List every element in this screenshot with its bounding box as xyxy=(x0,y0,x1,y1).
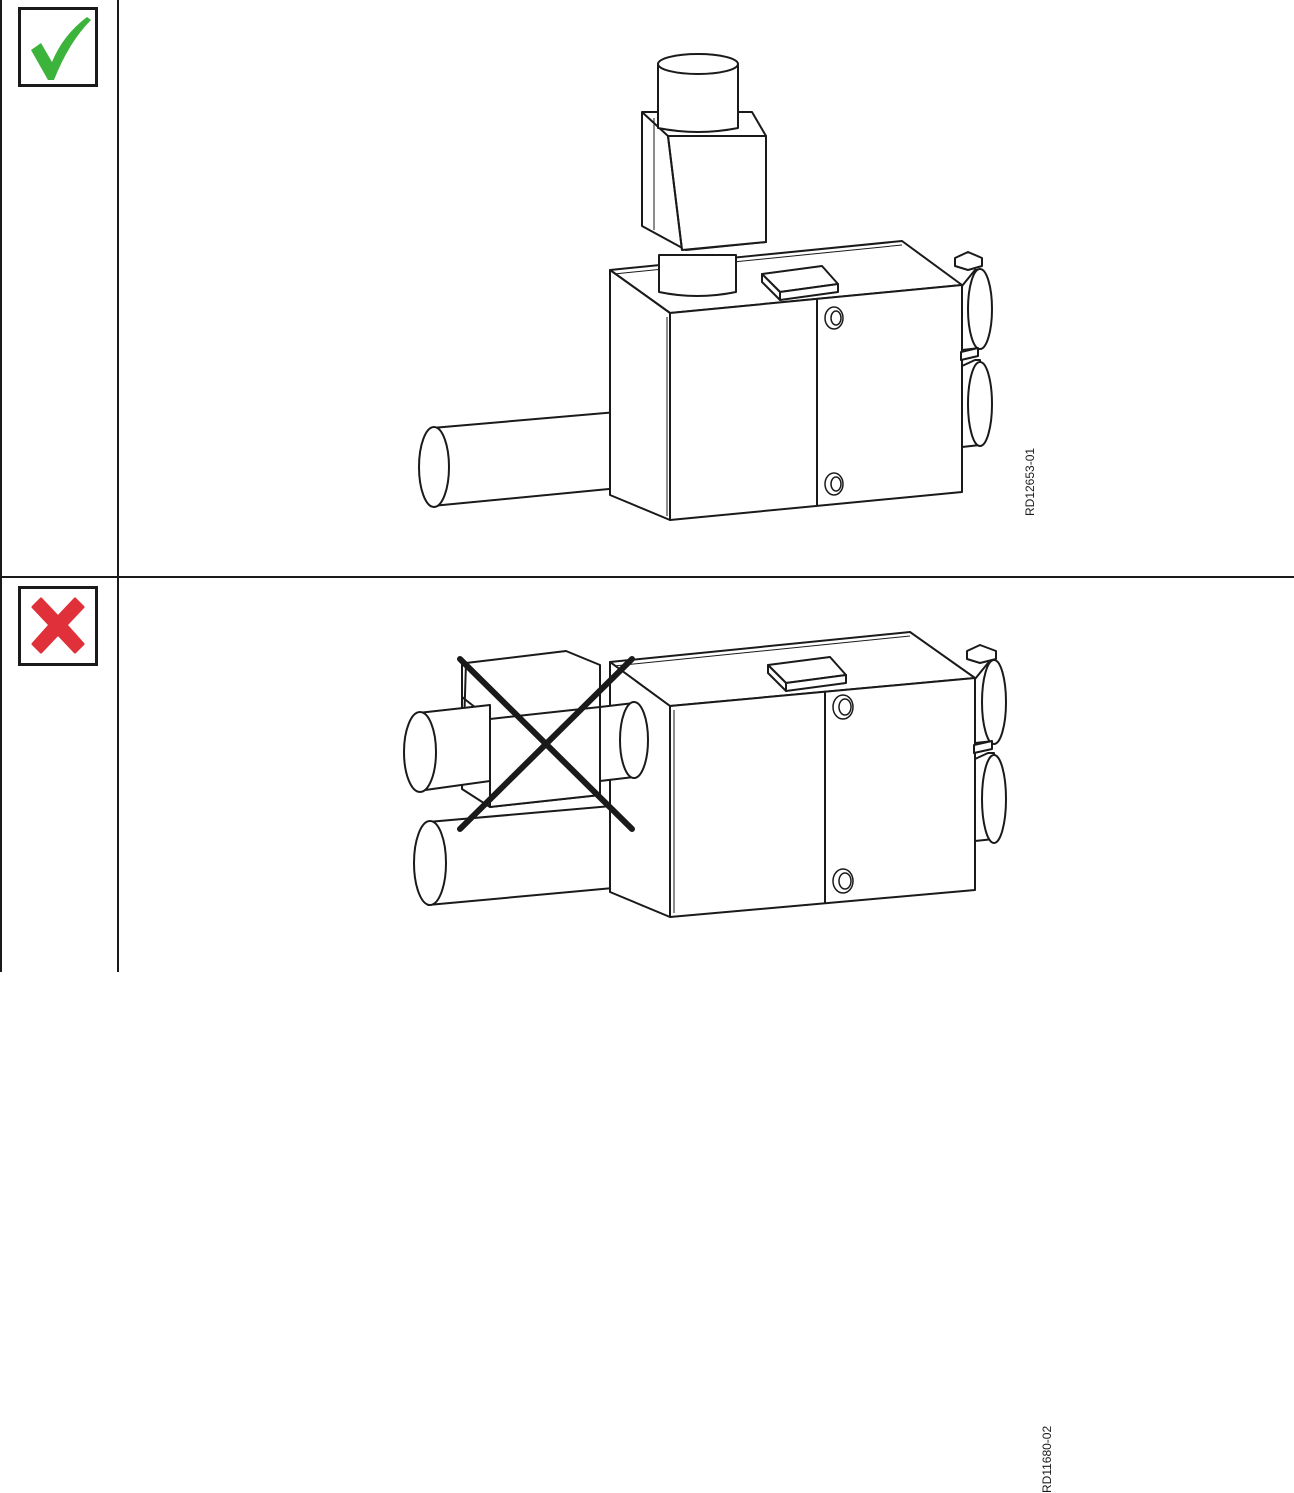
latch-lower xyxy=(824,472,844,496)
upper-side-duct-end xyxy=(619,701,649,779)
latch-lower xyxy=(832,868,854,894)
incorrect-unit-drawing xyxy=(403,631,1007,918)
unit-side xyxy=(609,269,671,521)
right-duct-upper-opening xyxy=(981,659,1007,745)
top-duct-base xyxy=(658,254,737,297)
unit-side xyxy=(609,661,671,918)
lower-side-duct-opening xyxy=(413,820,447,906)
incorrect-installation-row: RD11680-02 xyxy=(0,577,1294,1493)
right-duct-upper-opening xyxy=(967,268,993,350)
duct-clamp-upper xyxy=(954,251,983,271)
top-duct-opening xyxy=(657,53,739,75)
drawing-reference: RD12653-01 xyxy=(1023,447,1037,516)
unit-front xyxy=(669,677,976,918)
cross-icon xyxy=(31,597,85,654)
correct-installation-row: RD12653-01 xyxy=(0,0,1294,577)
incorrect-cross-mark xyxy=(457,656,635,832)
right-duct-lower-opening xyxy=(967,361,993,447)
table-row-divider xyxy=(0,576,1294,578)
duct-clamp-upper xyxy=(966,644,997,664)
latch-upper xyxy=(832,694,854,720)
right-duct-lower-opening xyxy=(981,754,1007,844)
top-duct xyxy=(657,64,739,133)
latch-upper xyxy=(824,306,844,330)
incorrect-mark-box xyxy=(18,586,98,666)
checkmark-icon xyxy=(31,17,91,80)
correct-mark-box xyxy=(18,7,98,87)
duct-clamp-lower xyxy=(973,740,993,754)
correct-unit-drawing xyxy=(418,53,993,521)
upper-side-duct-opening xyxy=(403,711,437,793)
drawing-reference: RD11680-02 xyxy=(1040,1425,1054,1493)
side-duct xyxy=(431,409,641,507)
duct-clamp-lower xyxy=(960,347,979,361)
table-column-divider xyxy=(117,0,119,972)
side-duct-opening xyxy=(418,426,450,508)
table-left-border xyxy=(0,0,2,972)
